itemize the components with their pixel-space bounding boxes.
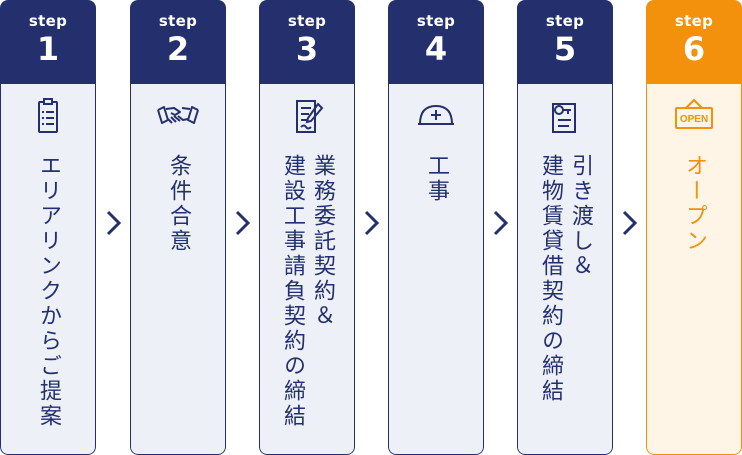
step-body: 条件合意 — [130, 84, 226, 455]
step-text: 条件合意 — [166, 154, 191, 254]
step-card-5: step 5 引き渡し＆ 建物賃貸借契約の締結 — [517, 0, 613, 455]
step-header: step 1 — [0, 0, 96, 84]
step-number: 2 — [166, 30, 190, 68]
sign-text: OPEN — [680, 114, 708, 125]
step-label: step — [158, 12, 198, 30]
step-text: エリアリンクからご提案 — [36, 154, 61, 429]
step-header: step 5 — [517, 0, 613, 84]
step-card-2: step 2 条件合意 — [130, 0, 226, 455]
step-body: 業務委託契約＆ 建設工事請負契約の締結 — [259, 84, 355, 455]
chevron-right-icon — [235, 210, 251, 236]
handshake-icon — [131, 96, 225, 138]
chevron-right-icon — [622, 210, 638, 236]
step-card-1: step 1 エリアリンクからご提案 — [0, 0, 96, 455]
chevron-right-icon — [106, 210, 122, 236]
step-number: 1 — [36, 30, 60, 68]
clipboard-icon — [1, 96, 95, 138]
step-number: 4 — [424, 30, 448, 68]
step-label: step — [416, 12, 456, 30]
step-body: OPEN オープン — [646, 84, 742, 455]
step-header: step 6 — [646, 0, 742, 84]
step-label: step — [287, 12, 327, 30]
step-number: 3 — [295, 30, 319, 68]
step-number: 6 — [682, 30, 706, 68]
step-text: 建設工事請負契約の締結 — [280, 154, 305, 429]
chevron-right-icon — [364, 210, 380, 236]
step-label: step — [674, 12, 714, 30]
step-card-6: step 6 OPEN オープン — [646, 0, 742, 455]
step-body: 引き渡し＆ 建物賃貸借契約の締結 — [517, 84, 613, 455]
step-text: オープン — [682, 154, 707, 254]
step-header: step 3 — [259, 0, 355, 84]
key-document-icon — [518, 96, 612, 138]
chevron-right-icon — [493, 210, 509, 236]
step-card-4: step 4 工事 — [388, 0, 484, 455]
step-text: 引き渡し＆ — [568, 154, 593, 279]
step-body: 工事 — [388, 84, 484, 455]
hard-hat-icon — [389, 96, 483, 138]
step-text: 業務委託契約＆ — [310, 154, 335, 329]
step-label: step — [545, 12, 585, 30]
contract-document-icon — [260, 96, 354, 138]
step-card-3: step 3 業務委託契約＆ 建設工事請負契約の締結 — [259, 0, 355, 455]
step-header: step 2 — [130, 0, 226, 84]
step-text: 工事 — [424, 154, 449, 204]
step-label: step — [28, 12, 68, 30]
step-body: エリアリンクからご提案 — [0, 84, 96, 455]
step-header: step 4 — [388, 0, 484, 84]
step-text: 建物賃貸借契約の締結 — [538, 154, 563, 404]
step-number: 5 — [553, 30, 577, 68]
open-sign-icon: OPEN — [647, 96, 741, 138]
